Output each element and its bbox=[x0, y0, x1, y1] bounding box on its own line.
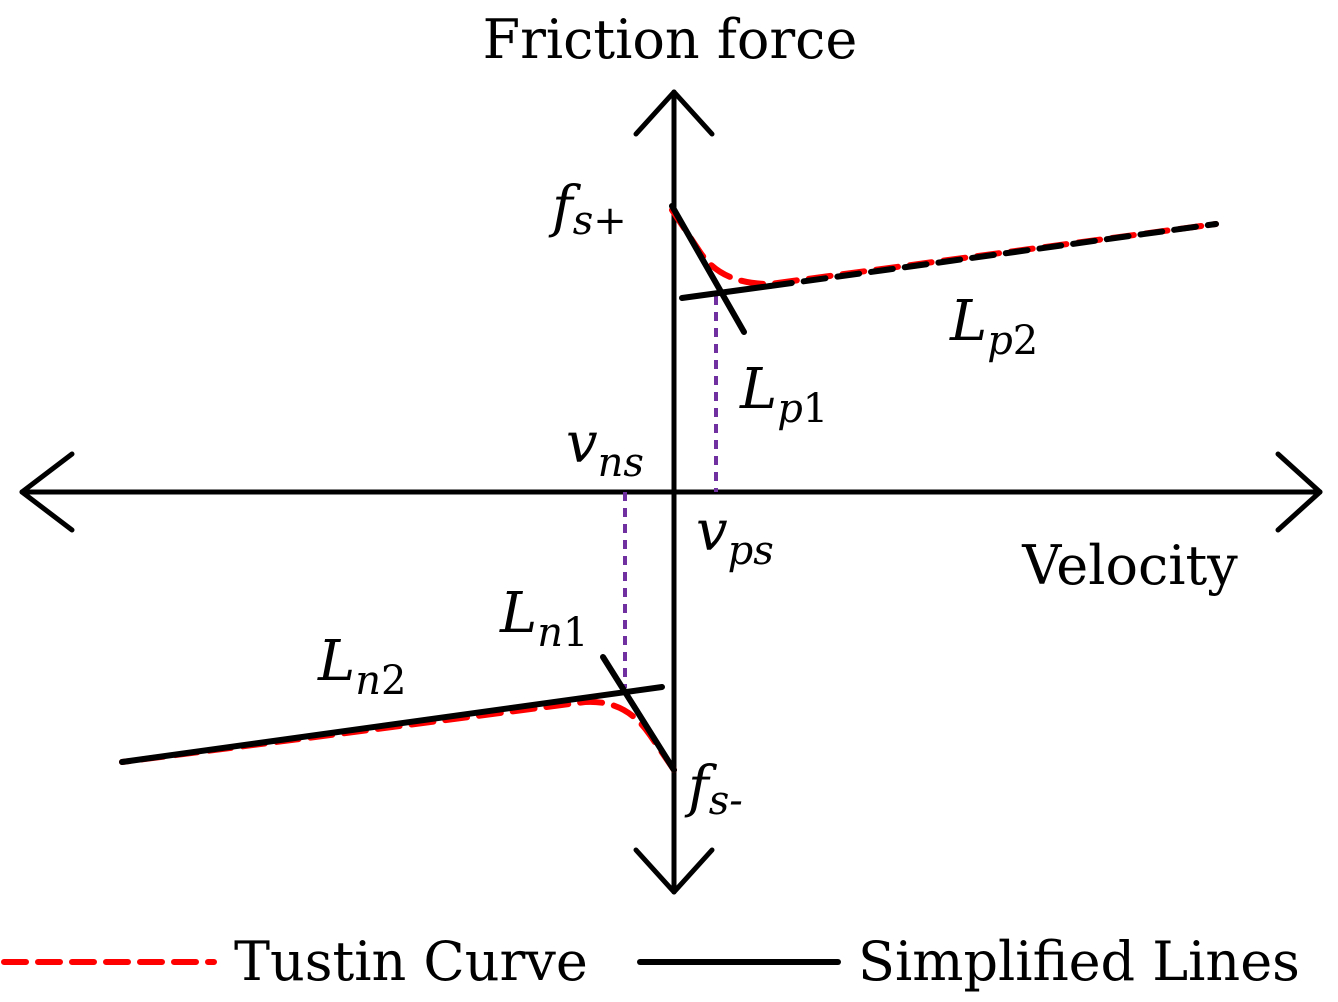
fs-plus-label: fs+ bbox=[548, 175, 627, 244]
y-axis-top-arrow bbox=[633, 89, 715, 137]
Lp2-main: L bbox=[949, 289, 987, 354]
v-ns-sub: ns bbox=[598, 440, 644, 486]
Ln1-main: L bbox=[499, 581, 537, 646]
v-ps-sub: ps bbox=[728, 528, 774, 574]
Ln2-label: Ln2 bbox=[317, 629, 406, 704]
Ln1-label: Ln1 bbox=[499, 581, 588, 656]
line-Ln2 bbox=[119, 684, 665, 765]
axes bbox=[19, 89, 1323, 895]
v-ps-label: vps bbox=[696, 499, 774, 574]
tustin-curve-positive bbox=[669, 207, 1219, 288]
y-axis-bottom-arrow bbox=[633, 847, 715, 895]
Ln2-main: L bbox=[317, 629, 355, 694]
guide-lines bbox=[623, 296, 718, 688]
line-Lp1 bbox=[669, 203, 747, 335]
Ln2-sub: n bbox=[355, 658, 381, 704]
y-axis-label: Friction force bbox=[483, 8, 858, 71]
Lp1-num: 1 bbox=[803, 386, 828, 432]
Lp2-sub: p bbox=[987, 318, 1013, 364]
Ln1-num: 1 bbox=[563, 610, 588, 656]
simplified-lines bbox=[119, 203, 1219, 773]
legend-tustin-label: Tustin Curve bbox=[234, 930, 588, 993]
fs-minus-label: fs- bbox=[684, 755, 743, 824]
tustin-curve-negative bbox=[119, 698, 677, 773]
Ln2-num: 2 bbox=[381, 658, 406, 704]
line-Ln1 bbox=[600, 654, 677, 773]
legend: Tustin Curve Simplified Lines bbox=[1, 930, 1300, 993]
legend-simplified-label: Simplified Lines bbox=[858, 930, 1300, 993]
Lp1-label: Lp1 bbox=[739, 357, 828, 432]
v-ps-main: v bbox=[696, 499, 728, 564]
Lp2-num: 2 bbox=[1013, 318, 1038, 364]
fs-minus-sub: s- bbox=[709, 778, 743, 824]
fs-plus-sub: s+ bbox=[573, 198, 627, 244]
v-ns-main: v bbox=[566, 411, 598, 476]
Lp2-label: Lp2 bbox=[949, 289, 1038, 364]
x-axis-left-arrow bbox=[19, 451, 75, 533]
Lp1-sub: p bbox=[777, 386, 803, 432]
x-axis-right-arrow bbox=[1275, 451, 1323, 533]
line-Lp2-dashed bbox=[767, 221, 1219, 289]
line-Lp2-solid bbox=[679, 283, 773, 301]
x-axis-label: Velocity bbox=[1021, 534, 1238, 597]
Lp1-main: L bbox=[739, 357, 777, 422]
Ln1-sub: n bbox=[537, 610, 563, 656]
v-ns-label: vns bbox=[566, 411, 644, 486]
